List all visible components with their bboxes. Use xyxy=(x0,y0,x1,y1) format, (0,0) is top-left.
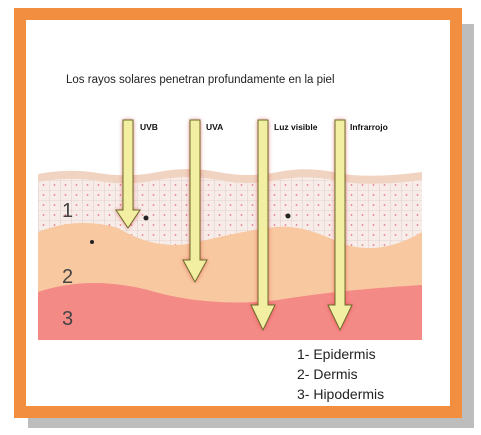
ray-label-uvb: UVB xyxy=(140,122,158,132)
ray-label-uva: UVA xyxy=(206,122,223,132)
legend-item-dermis: 2- Dermis xyxy=(297,364,384,384)
legend-item-hypodermis: 3- Hipodermis xyxy=(297,384,384,404)
diagram-title: Los rayos solares penetran profundamente… xyxy=(66,74,335,86)
cell-dot xyxy=(144,216,149,221)
layer-number-2: 2 xyxy=(62,266,73,289)
cell-dot xyxy=(286,214,291,219)
layer-legend: 1- Epidermis 2- Dermis 3- Hipodermis xyxy=(297,344,384,404)
skin-diagram xyxy=(38,60,422,340)
ray-label-infrared: Infrarrojo xyxy=(350,122,388,132)
layer-number-1: 1 xyxy=(62,200,73,223)
legend-item-epidermis: 1- Epidermis xyxy=(297,344,384,364)
layer-number-3: 3 xyxy=(62,308,73,331)
ray-label-visible-light: Luz visible xyxy=(274,122,317,132)
cell-dot xyxy=(90,240,94,244)
